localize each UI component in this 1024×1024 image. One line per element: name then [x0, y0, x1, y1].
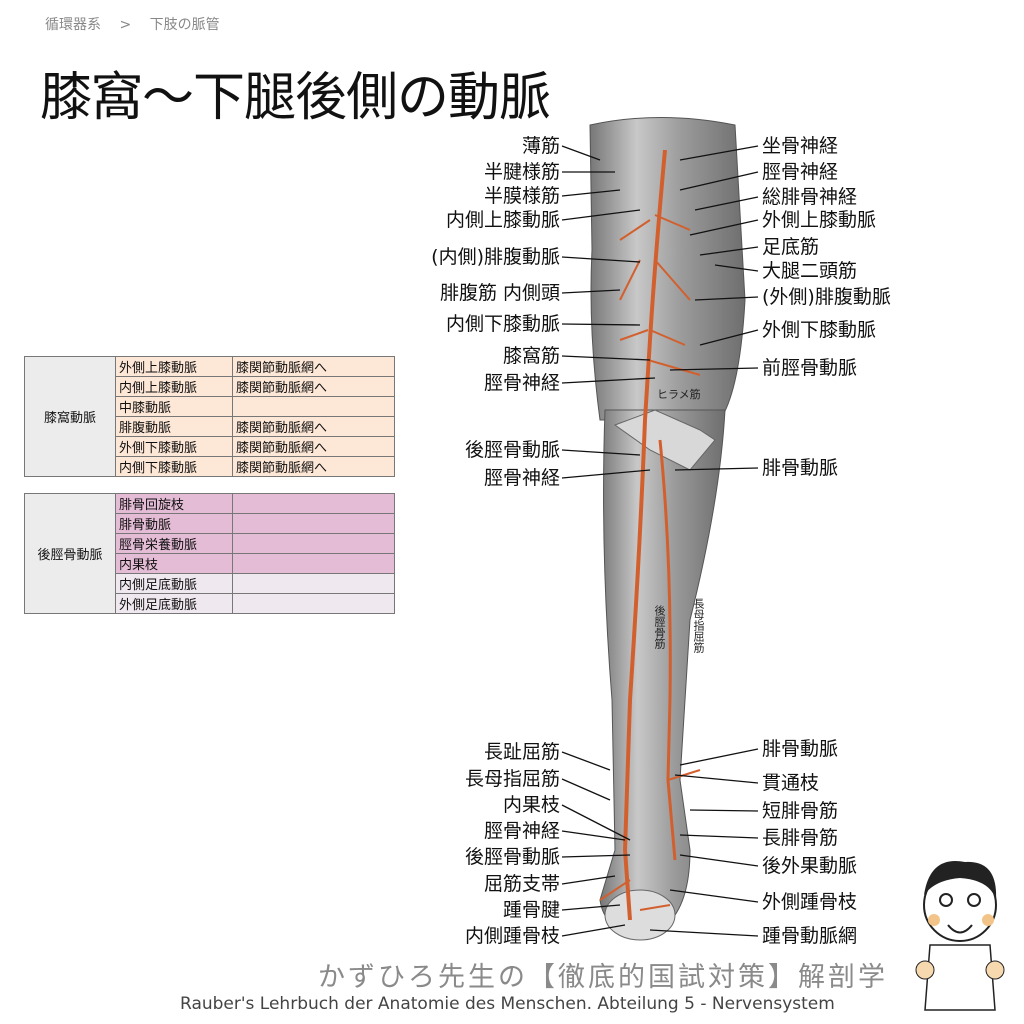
table-cell: 内側下膝動脈 — [115, 456, 233, 477]
table-head: 膝窩動脈 — [24, 356, 116, 477]
breadcrumb-item[interactable]: 下肢の脈管 — [149, 17, 220, 33]
label-lateral-superior-genicular: 外側上膝動脈 — [762, 209, 877, 231]
label-fibularis-brevis: 短腓骨筋 — [762, 800, 839, 822]
table-row: 腓腹動脈膝関節動脈網へ — [25, 416, 395, 437]
table-cell: 外側足底動脈 — [115, 593, 233, 614]
breadcrumb-item[interactable]: 循環器系 — [45, 17, 101, 33]
label-tibial-nerve: 脛骨神経 — [483, 467, 560, 489]
table-cell: 内側上膝動脈 — [115, 376, 233, 397]
label-medial-superior-genicular: 内側上膝動脈 — [445, 209, 560, 231]
table-head: 後脛骨動脈 — [24, 493, 116, 614]
popliteal-artery — [622, 149, 667, 921]
soleus — [613, 409, 716, 471]
popliteal-artery-table: 膝窩動脈外側上膝動脈膝関節動脈網へ 内側上膝動脈膝関節動脈網へ 中膝動脈 腓腹動… — [24, 356, 395, 477]
label-semitendinosus: 半腱様筋 — [483, 161, 560, 183]
label-lateral-sural-artery: (外側)腓腹動脈 — [762, 286, 891, 308]
label-fibular-artery: 腓骨動脈 — [762, 738, 839, 760]
table-cell: 膝関節動脈網へ — [232, 416, 395, 437]
label-semimembranosus: 半膜様筋 — [483, 185, 560, 207]
label-fibularis-longus: 長腓骨筋 — [762, 827, 839, 849]
table-cell — [232, 573, 395, 594]
table-row: 脛骨栄養動脈 — [25, 533, 395, 554]
label-medial-malleolar-branch: 内果枝 — [502, 794, 560, 816]
breadcrumb: 循環器系 > 下肢の脈管 — [45, 14, 234, 34]
thigh-popliteal — [589, 117, 746, 421]
source-citation: Rauber's Lehrbuch der Anatomie des Mensc… — [180, 994, 835, 1014]
label-fhl-inline: 長母指屈筋 — [692, 598, 705, 653]
table-cell: 腓骨動脈 — [115, 513, 233, 534]
label-tibial-nerve: 脛骨神経 — [483, 372, 560, 394]
label-soleus: ヒラメ筋 — [657, 388, 701, 401]
table-cell — [232, 593, 395, 614]
table-cell: 膝関節動脈網へ — [232, 456, 395, 477]
label-gastrocnemius-medial-head: 腓腹筋 内側頭 — [439, 282, 560, 304]
label-sciatic-nerve: 坐骨神経 — [762, 135, 839, 157]
label-lateral-calcaneal-branch: 外側踵骨枝 — [762, 891, 858, 913]
table-cell: 膝関節動脈網へ — [232, 436, 395, 457]
label-popliteus: 膝窩筋 — [502, 345, 560, 367]
table-row: 後脛骨動脈腓骨回旋枝 — [24, 493, 395, 614]
breadcrumb-separator: > — [119, 17, 132, 33]
table-row: 内側足底動脈 — [25, 573, 395, 594]
table-row: 外側足底動脈 — [25, 593, 395, 614]
label-flexor-retinaculum: 屈筋支帯 — [483, 873, 560, 895]
label-anterior-tibial-artery: 前脛骨動脈 — [762, 357, 858, 379]
label-biceps-femoris: 大腿二頭筋 — [762, 260, 858, 282]
table-row: 膝窩動脈外側上膝動脈膝関節動脈網へ — [24, 356, 395, 477]
table-cell: 脛骨栄養動脈 — [115, 533, 233, 554]
table-cell: 中膝動脈 — [115, 396, 233, 417]
label-common-fibular-nerve: 総腓骨神経 — [762, 186, 858, 208]
label-tibial-nerve: 脛骨神経 — [483, 820, 560, 842]
page-title: 膝窩～下腿後側の動脈 — [40, 68, 551, 128]
brand-footer: かずひろ先生の【徹底的国試対策】解剖学 — [318, 962, 888, 993]
label-calcaneal-rete: 踵骨動脈網 — [762, 925, 858, 947]
label-plantaris: 足底筋 — [762, 236, 820, 258]
table-cell: 内側足底動脈 — [115, 573, 233, 594]
table-cell — [232, 396, 395, 417]
label-tibial-nerve: 脛骨神経 — [762, 161, 839, 183]
label-fhl: 長母指屈筋 — [464, 768, 560, 790]
heel — [604, 889, 676, 941]
label-medial-inferior-genicular: 内側下膝動脈 — [445, 313, 560, 335]
label-fibular-artery: 腓骨動脈 — [762, 457, 839, 479]
label-calcaneal-tendon: 踵骨腱 — [502, 899, 560, 921]
table-row: 内側下膝動脈膝関節動脈網へ — [25, 456, 395, 477]
leader-lines — [561, 145, 759, 937]
table-cell: 膝関節動脈網へ — [232, 356, 395, 377]
label-tibialis-posterior: 後脛骨筋 — [653, 605, 666, 649]
table-row: 中膝動脈 — [25, 396, 395, 417]
table-cell — [232, 553, 395, 574]
label-posterior-tibial-artery: 後脛骨動脈 — [464, 846, 560, 868]
fibular-artery — [658, 439, 677, 861]
label-posterior-lateral-malleolar: 後外果動脈 — [762, 855, 858, 877]
label-gracilis: 薄筋 — [521, 135, 560, 157]
label-perforating-branch: 貫通枝 — [762, 772, 820, 794]
posterior-tibial-artery-table: 後脛骨動脈腓骨回旋枝 腓骨動脈 脛骨栄養動脈 内果枝 内側足底動脈 外側足底動脈 — [24, 493, 395, 614]
arteries — [599, 149, 701, 921]
label-medial-calcaneal-branch: 内側踵骨枝 — [464, 925, 560, 947]
label-lateral-inferior-genicular: 外側下膝動脈 — [762, 319, 877, 341]
label-fdl: 長趾屈筋 — [483, 741, 560, 763]
table-row: 外側下膝動脈膝関節動脈網へ — [25, 436, 395, 457]
label-medial-sural-artery: (内側)腓腹動脈 — [431, 246, 560, 268]
table-cell — [232, 493, 395, 514]
label-posterior-tibial-artery: 後脛骨動脈 — [464, 439, 560, 461]
table-cell — [232, 533, 395, 554]
